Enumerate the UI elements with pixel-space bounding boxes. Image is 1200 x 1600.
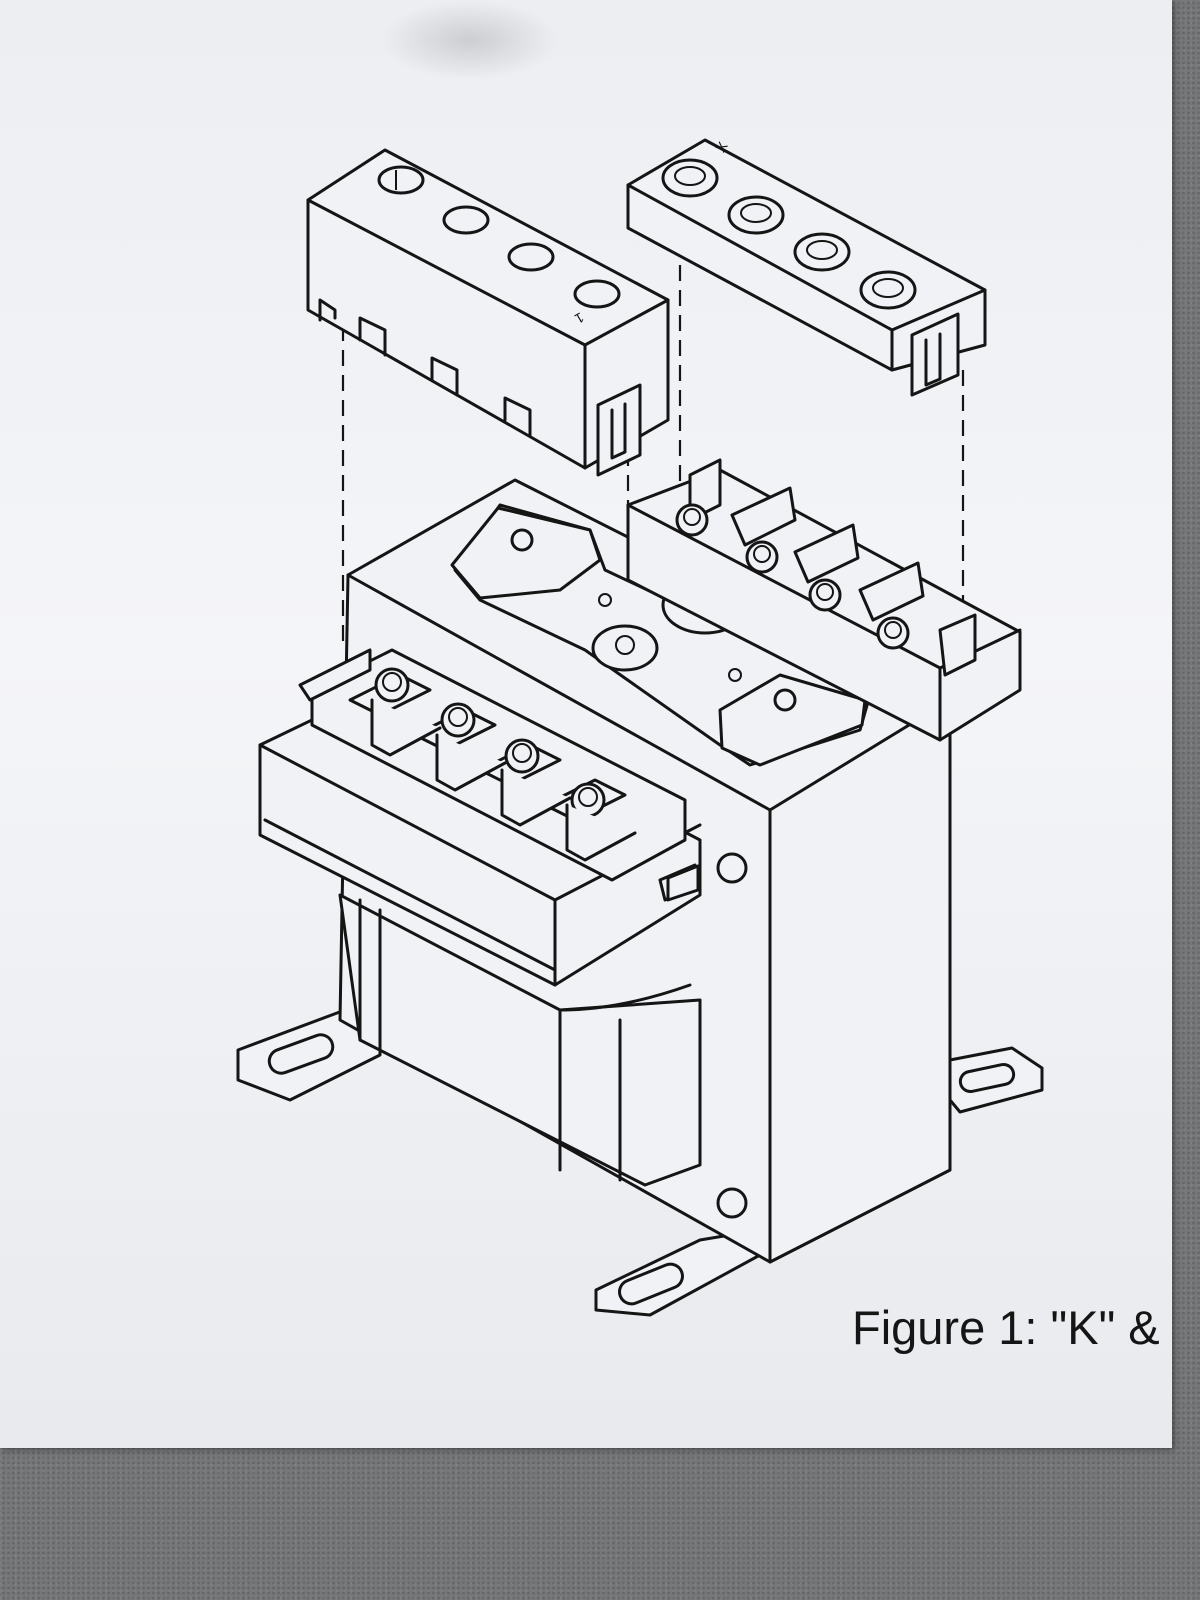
rear-terminal-screw-4 xyxy=(876,616,910,650)
front-terminal-screw-4 xyxy=(543,778,627,822)
cover-grommet-1 xyxy=(661,158,719,198)
cover-grommet-4 xyxy=(859,270,917,310)
paper-smudge xyxy=(380,0,560,80)
terminal-cover-right: X xyxy=(626,138,987,397)
rear-terminal-screw-1 xyxy=(675,503,709,537)
rear-terminal-block xyxy=(626,458,1022,742)
front-terminal-screw-3 xyxy=(478,738,562,787)
paper-sheet xyxy=(0,0,1172,1448)
transformer-coil xyxy=(338,893,702,1187)
terminal-cover-left: 1 xyxy=(306,148,670,477)
mounting-foot-right-back xyxy=(948,1046,1044,1114)
figure-caption: Figure 1: "K" & xyxy=(852,1301,1160,1354)
front-terminal-screw-1 xyxy=(348,667,432,717)
rear-terminal-screw-3 xyxy=(808,578,842,612)
cover-grommet-3 xyxy=(793,232,851,272)
cover-grommet-2 xyxy=(727,195,785,235)
front-terminal-screw-2 xyxy=(413,702,497,752)
rear-terminal-screw-2 xyxy=(745,540,779,574)
front-terminal-block xyxy=(258,648,702,987)
side-tab xyxy=(666,864,700,902)
mounting-foot-left xyxy=(236,1008,382,1102)
